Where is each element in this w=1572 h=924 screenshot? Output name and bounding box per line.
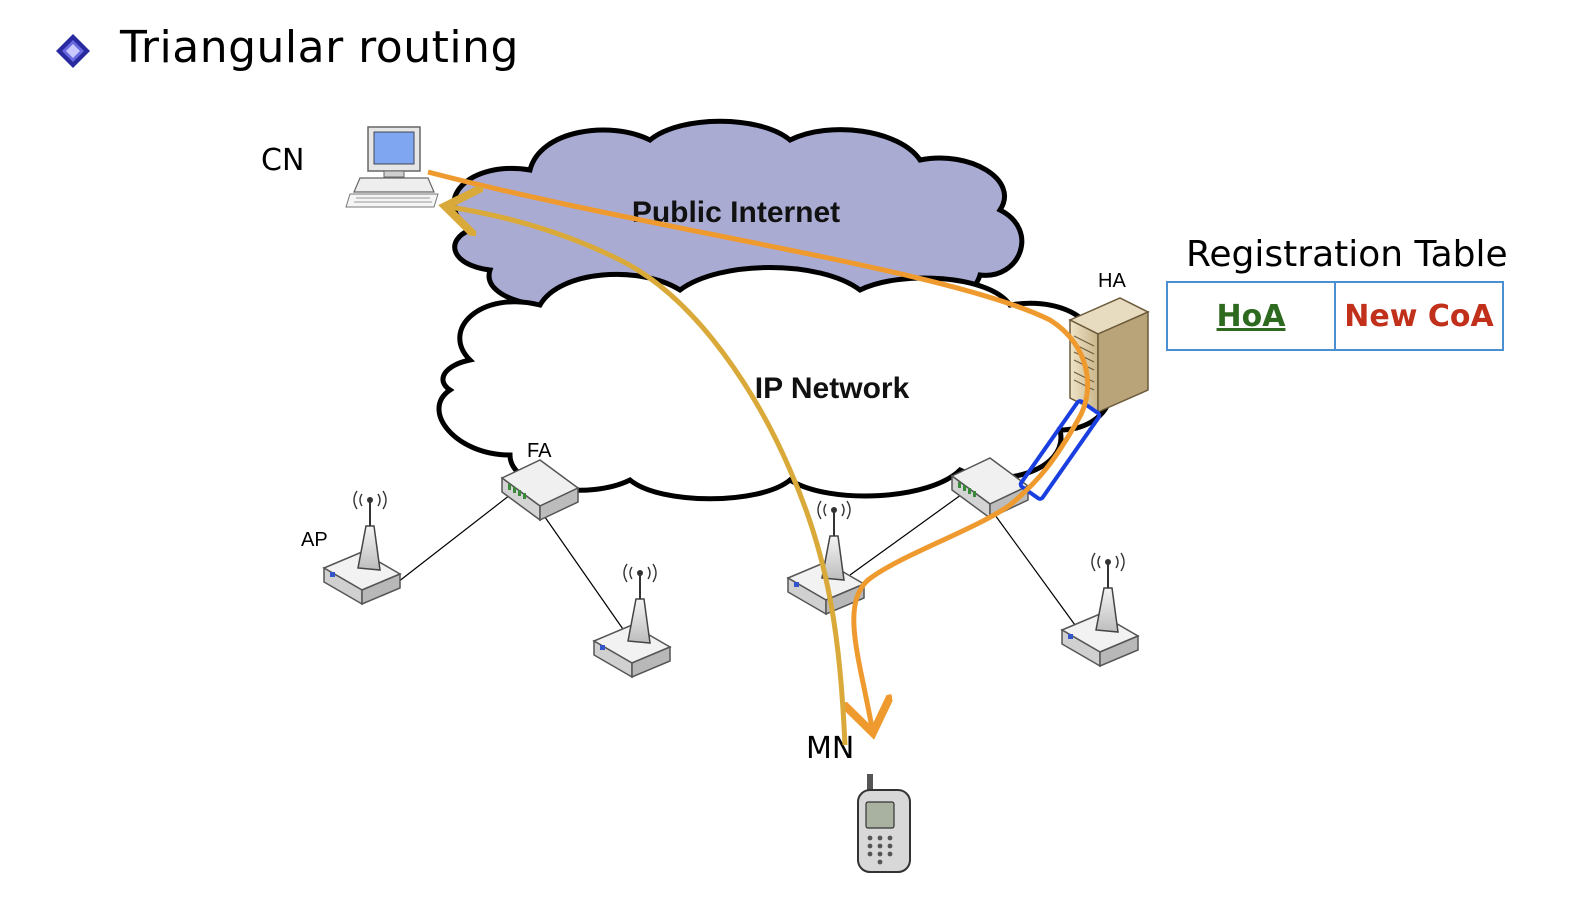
fa-router-icon <box>500 459 580 522</box>
bullet-diamond-icon <box>56 34 90 68</box>
mobile-phone-icon <box>857 774 911 873</box>
tunnel-icon <box>1018 399 1102 501</box>
access-point-icon <box>592 563 672 679</box>
registration-table-hoa: HoA <box>1168 283 1336 349</box>
data-path-cn-to-mn <box>427 169 1091 728</box>
cn-label: CN <box>261 143 304 178</box>
link-router2-ap4 <box>994 514 1076 626</box>
access-point-icon <box>786 500 866 616</box>
link-fa-ap2 <box>539 509 626 633</box>
access-point-icon <box>322 490 402 606</box>
ip-network-label: IP Network <box>755 372 910 405</box>
link-router2-ap3 <box>849 491 966 576</box>
access-point-icon <box>1060 552 1140 668</box>
slide-title: Triangular routing <box>120 22 519 73</box>
ap-label: AP <box>301 529 328 551</box>
ha-label: HA <box>1098 270 1126 292</box>
fa-label: FA <box>527 440 552 462</box>
registration-table: HoA New CoA <box>1166 281 1504 351</box>
registration-table-new-coa: New CoA <box>1344 298 1494 334</box>
data-path-mn-to-cn <box>450 207 848 746</box>
link-fa-ap1 <box>397 494 511 583</box>
computer-icon <box>345 126 439 208</box>
registration-table-title: Registration Table <box>1186 234 1508 275</box>
mn-label: MN <box>806 731 854 766</box>
